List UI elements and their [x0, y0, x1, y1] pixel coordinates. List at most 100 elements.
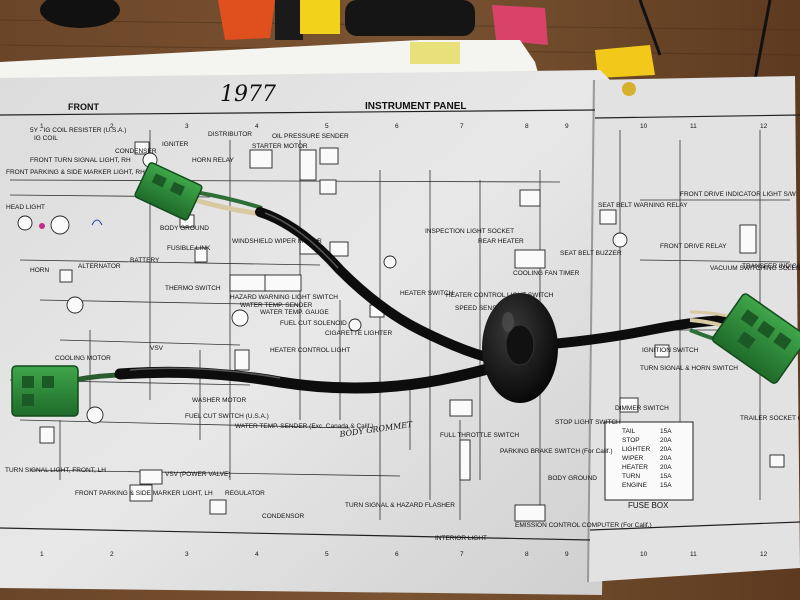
white-folder	[0, 40, 540, 80]
diagram-label-ignition-switch: IGNITION SWITCH	[642, 347, 699, 354]
black-rubber-strip	[275, 0, 303, 40]
grid-number: 5	[325, 123, 329, 130]
fuse-amp: 20A	[660, 455, 672, 462]
pink-clip	[492, 5, 548, 45]
diagram-border	[0, 109, 800, 541]
grid-number: 7	[460, 123, 464, 130]
diagram-label-heater-switch: HEATER SWITCH	[400, 290, 454, 297]
diagram-label-fusible-link: FUSIBLE LINK	[167, 245, 211, 252]
grid-number-bottom: 1	[40, 551, 44, 558]
diagram-label-water-temp-sender: WATER TEMP. SENDER	[240, 302, 313, 309]
diagram-label-starter-motor: STARTER MOTOR	[252, 143, 308, 150]
diagram-labels: 5Y - IG COIL RESISTER (U.S.A.)IG COIL IGN…	[5, 127, 800, 542]
diagram-label-fuel-cut: FUEL CUT SOLENOID	[280, 320, 347, 327]
diagram-label-interior-light: INTERIOR LIGHT	[435, 535, 487, 542]
fuse-amp: 15A	[660, 482, 672, 489]
diagram-label-fuel-cut-switch: FUEL CUT SWITCH (U.S.A.)	[185, 413, 269, 420]
black-rubber-strip-2	[345, 0, 475, 36]
diagram-label-hazard-switch: HAZARD WARNING LIGHT SWITCH	[230, 294, 338, 301]
diagram-label-front-parking-lh: FRONT PARKING & SIDE MARKER LIGHT, LH	[75, 490, 213, 497]
diagram-label-regulator: REGULATOR	[225, 490, 265, 497]
diagram-label-distributor: DISTRIBUTOR	[208, 131, 252, 138]
pink-dot	[39, 223, 45, 229]
sheet-seam	[587, 79, 595, 583]
diagram-label-heater-control-light-switch: HEATER CONTROL LIGHT SWITCH	[446, 292, 554, 299]
diagram-label-vacuum-switching: VACUUM SWITCHING SOLENOID	[710, 265, 800, 272]
grid-number-bottom: 4	[255, 551, 259, 558]
grid-number: 2	[110, 123, 114, 130]
diagram-label-emission-computer: EMISSION CONTROL COMPUTER (For Calif.)	[515, 522, 652, 529]
diagram-label-front-drive-indicator: FRONT DRIVE INDICATOR LIGHT S/W	[680, 191, 797, 198]
diagram-label-full-throttle: FULL THROTTLE SWITCH	[440, 432, 519, 439]
diagram-label-windshield-wiper: WINDSHIELD WIPER MOTOR	[232, 238, 322, 245]
blue-pen-mark	[91, 219, 103, 226]
fuse-box-title: FUSE BOX	[628, 501, 669, 510]
harness-wire-green	[194, 190, 263, 210]
diagram-label-inspection-light: INSPECTION LIGHT SOCKET	[425, 228, 514, 235]
diagram-label-seat-belt-relay: SEAT BELT WARNING RELAY	[598, 202, 688, 209]
handwritten-year: 1977	[220, 82, 276, 107]
fuse-name: STOP	[622, 437, 640, 444]
grid-number-bottom: 9	[565, 551, 569, 558]
diagram-label-heater-control-light: HEATER CONTROL LIGHT	[270, 347, 350, 354]
diagram-label-front-drive-relay: FRONT DRIVE RELAY	[660, 243, 727, 250]
diagram-label-battery: BATTERY	[130, 257, 160, 264]
diagram-label-ig-coil: IG COIL	[34, 135, 58, 142]
tape-highlight-2	[129, 367, 281, 379]
fuse-name: ENGINE	[622, 482, 648, 489]
diagram-label-igniter: IGNITER	[162, 141, 189, 148]
diagram-label-condenser: CONDENSER	[115, 148, 157, 155]
fuse-name: HEATER	[622, 464, 648, 471]
grommet-center	[505, 324, 535, 366]
harness-trunk-lower	[114, 359, 506, 394]
grid-number: 8	[525, 123, 529, 130]
black-tool-handle	[40, 0, 120, 28]
fuse-amp: 20A	[660, 464, 672, 471]
grid-number-bottom: 2	[110, 551, 114, 558]
fuse-amp: 20A	[660, 446, 672, 453]
diagram-label-condenser-2: CONDENSOR	[262, 513, 305, 520]
fuse-name: TAIL	[622, 428, 636, 435]
diagram-label-turn-signal-lh: TURN SIGNAL LIGHT, FRONT, LH	[5, 467, 106, 474]
black-wire-bench	[638, 0, 662, 56]
diagram-label-head-light: HEAD LIGHT	[6, 204, 45, 211]
grid-number-bottom: 5	[325, 551, 329, 558]
grid-number: 11	[690, 123, 697, 130]
diagram-label-speed-sensor: SPEED SENSOR	[455, 305, 507, 312]
connector-right	[711, 293, 800, 384]
diagram-label-thermo-switch: THERMO SWITCH	[165, 285, 221, 292]
wire-harness	[11, 162, 800, 417]
diagram-label-washer-motor: WASHER MOTOR	[192, 397, 246, 404]
fuse-name: LIGHTER	[622, 446, 650, 453]
diagram-label-parking-brake: PARKING BRAKE SWITCH (For Calif.)	[500, 448, 613, 455]
panel-label: INSTRUMENT PANEL	[365, 101, 466, 112]
diagram-label-cooling-motor: COOLING MOTOR	[55, 355, 111, 362]
grid-number: 9	[565, 123, 569, 130]
fuse-name: WIPER	[622, 455, 644, 462]
grid-number-bottom: 8	[525, 551, 529, 558]
grid-number-bottom: 12	[760, 551, 768, 558]
punch-hole	[622, 82, 636, 96]
diagram-label-body-ground: BODY GROUND	[160, 225, 209, 232]
grid-number: 1	[40, 123, 44, 130]
grid-number: 10	[640, 123, 648, 130]
diagram-label-front-parking: FRONT PARKING & SIDE MARKER LIGHT, RH	[6, 169, 145, 176]
diagram-label-water-temp-gauge: WATER TEMP. GAUGE	[260, 309, 329, 316]
black-wire-bench-2	[753, 0, 772, 81]
yellow-sticky-tab	[410, 42, 460, 64]
diagram-label-body-ground-2: BODY GROUND	[548, 475, 597, 482]
diagram-label-vsv-power-valve: VSV (POWER VALVE)	[165, 471, 231, 478]
diagram-label-transfer-indicator: TRANSFER INDICATOR SWITCH	[742, 263, 800, 270]
diagram-label-coil-resister: 5Y - IG COIL RESISTER (U.S.A.)	[30, 127, 126, 134]
diagram-label-horn-relay: HORN RELAY	[192, 157, 234, 164]
diagram-label-trailer-socket: TRAILER SOCKET CHANGEOVER SWITCH	[740, 415, 800, 422]
connector-top-left	[134, 162, 203, 221]
diagram-label-front-turn-signal: FRONT TURN SIGNAL LIGHT, RH	[30, 157, 131, 164]
fuse-amp: 15A	[660, 473, 672, 480]
grid-number-bottom: 7	[460, 551, 464, 558]
fuse-name: TURN	[622, 473, 640, 480]
